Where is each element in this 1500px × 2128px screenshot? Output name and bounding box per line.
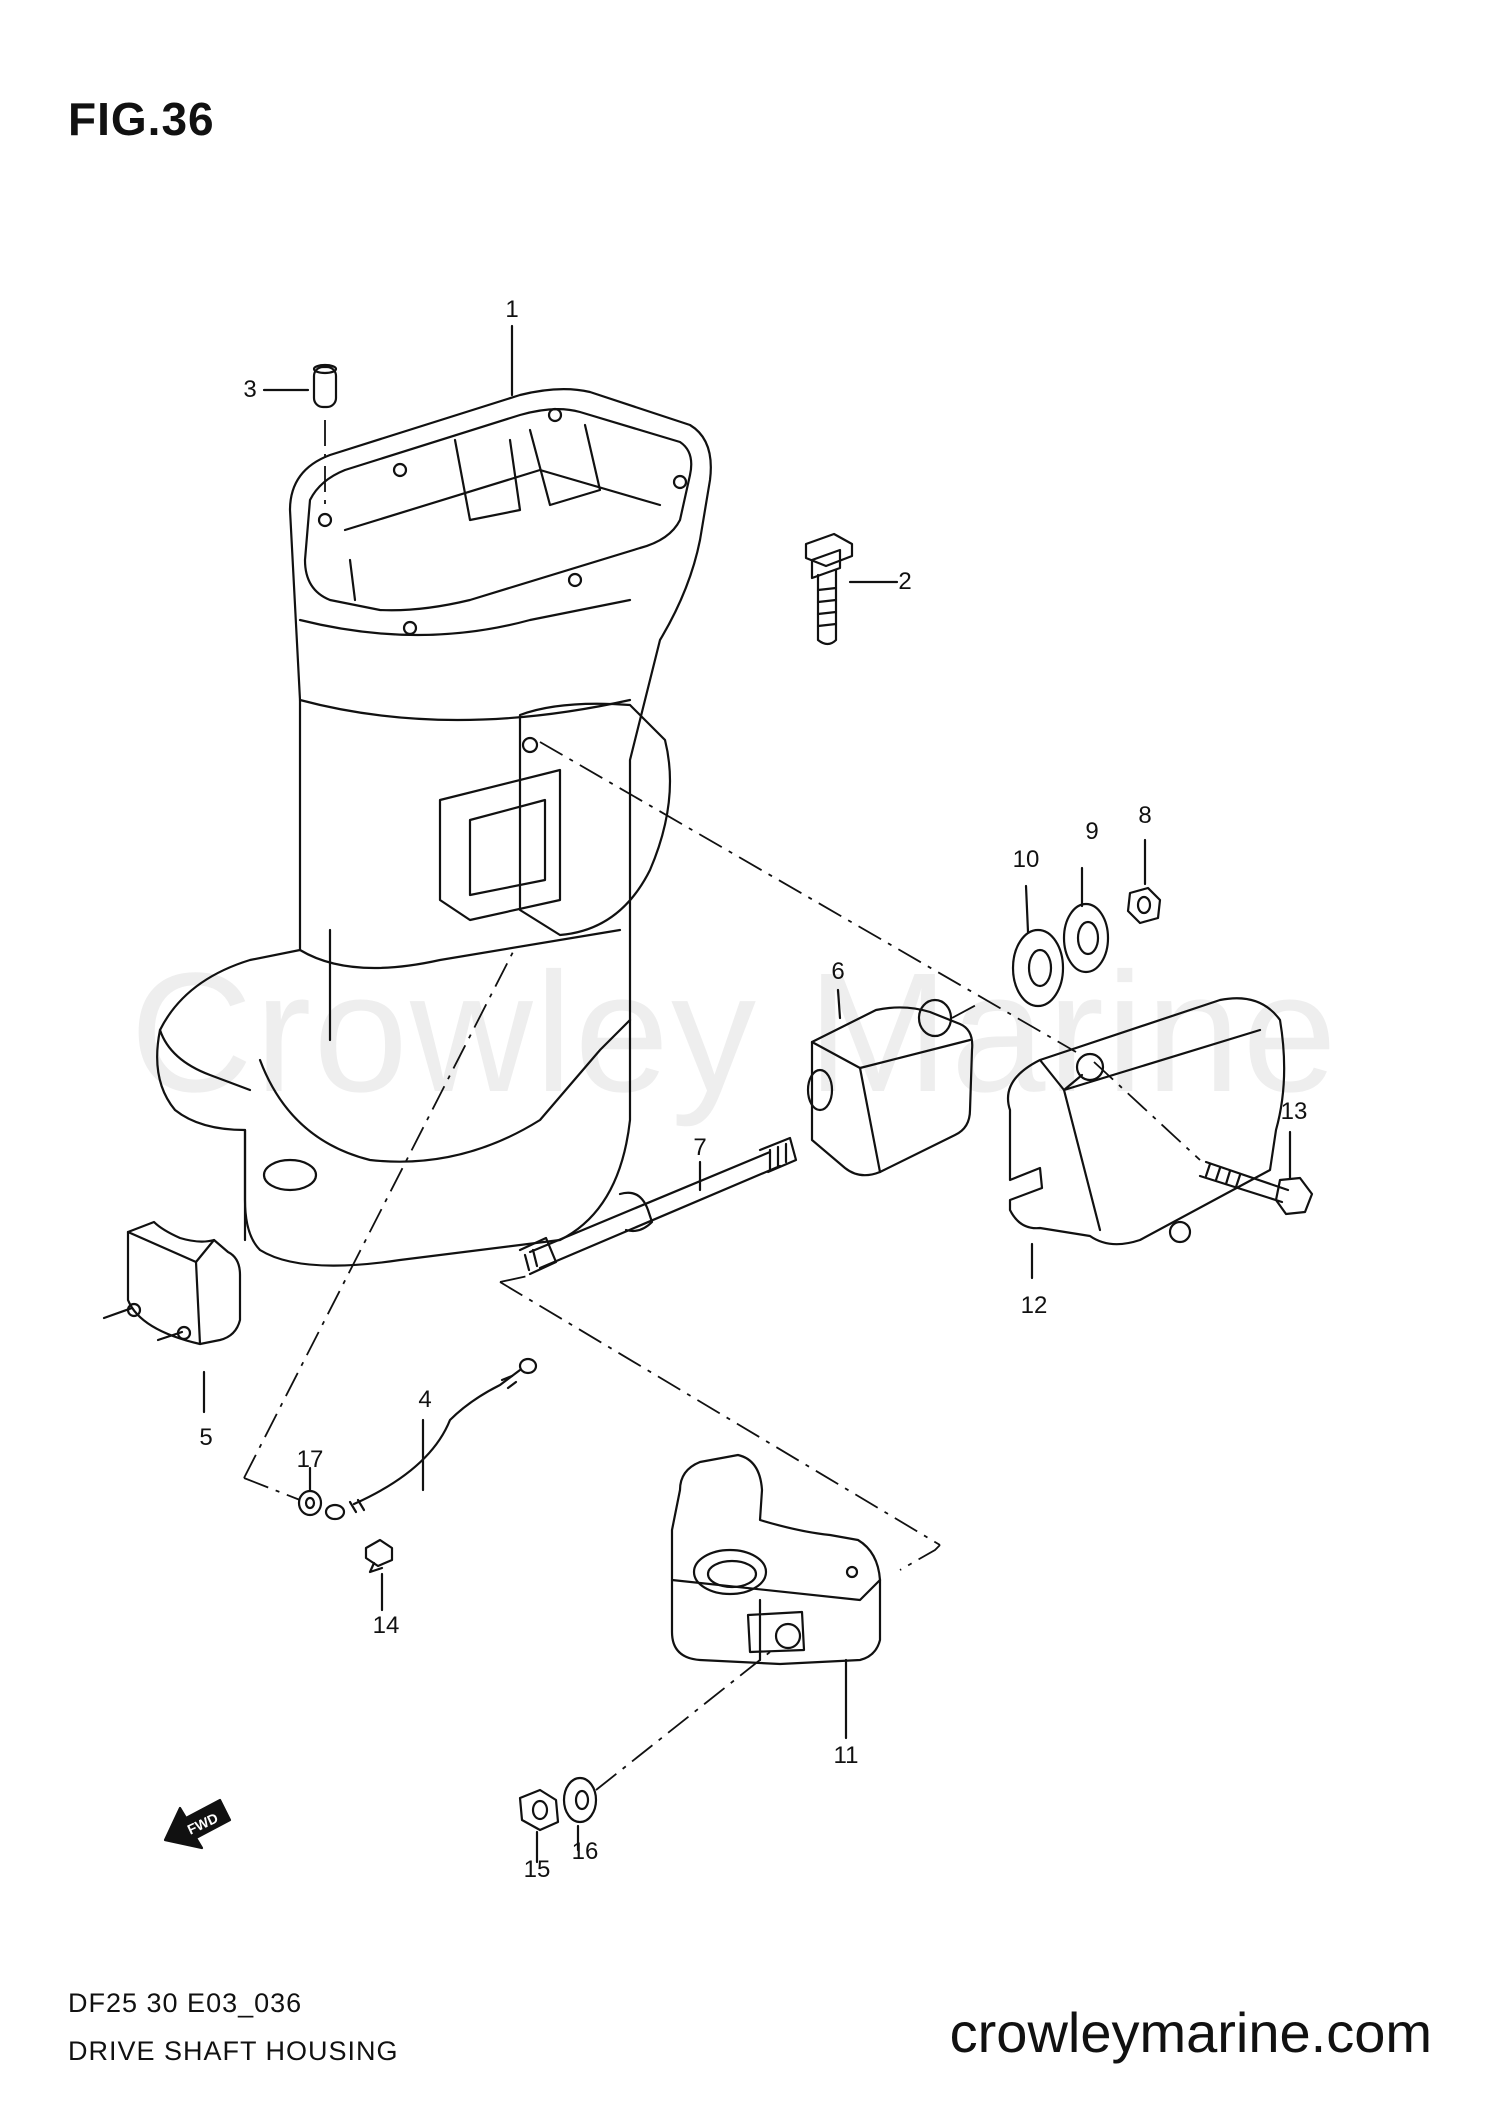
diagram-title: DRIVE SHAFT HOUSING [68, 2036, 399, 2066]
callout-12: 12 [1020, 1292, 1048, 1319]
part-washer-17 [297, 1489, 323, 1517]
callout-15: 15 [523, 1856, 551, 1883]
callout-10: 10 [1012, 846, 1040, 873]
callout-2: 2 [898, 568, 912, 595]
part-drive-shaft-housing [156, 388, 712, 1267]
website-link[interactable]: crowleymarine.com [949, 2001, 1432, 2064]
part-washer-9 [1062, 902, 1110, 974]
callout-11: 11 [833, 1742, 859, 1769]
callout-6: 6 [831, 958, 845, 985]
watermark: Crowley Marine [130, 938, 1339, 1128]
callout-7: 7 [693, 1134, 707, 1161]
diagram-code: DF25 30 E03_036 [68, 1988, 303, 2018]
callout-5: 5 [199, 1424, 213, 1451]
part-stud-7 [518, 1136, 798, 1276]
figure-label: FIG.36 [68, 93, 215, 145]
part-nut-8 [1126, 886, 1162, 925]
part-nut-15 [518, 1788, 560, 1832]
part-screw-14 [364, 1538, 394, 1574]
callout-4: 4 [418, 1386, 432, 1413]
part-bracket-5 [102, 1220, 242, 1346]
part-washer-10 [1011, 928, 1065, 1008]
callout-16: 16 [571, 1838, 599, 1865]
part-ground-wire-4 [324, 1357, 538, 1521]
part-washer-16 [562, 1776, 598, 1824]
part-bolt-13 [1198, 1160, 1314, 1216]
callout-3: 3 [243, 376, 257, 403]
callout-1: 1 [505, 296, 519, 323]
callout-14: 14 [372, 1612, 400, 1639]
part-bracket-12 [1006, 997, 1286, 1246]
part-bolt [804, 532, 854, 646]
part-lower-bracket-11 [670, 1453, 882, 1666]
part-mount-6 [806, 998, 974, 1177]
part-dowel-pin [312, 363, 338, 409]
callout-9: 9 [1085, 818, 1099, 845]
fwd-arrow [163, 1798, 232, 1850]
callout-8: 8 [1138, 802, 1152, 829]
callout-17: 17 [296, 1446, 324, 1473]
callout-13: 13 [1280, 1098, 1308, 1125]
